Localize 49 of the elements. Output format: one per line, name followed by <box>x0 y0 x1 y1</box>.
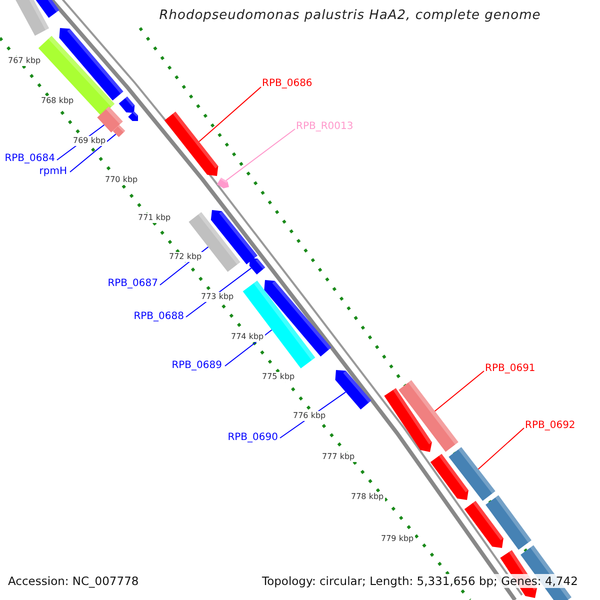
gene-block <box>216 178 229 188</box>
gene-bar <box>398 380 458 452</box>
position-label: 777 kbp <box>321 452 356 462</box>
diagram-title: Rhodopseudomonas palustris HaA2, complete genome <box>158 8 542 23</box>
gene-label: RPB_0689 <box>172 360 222 372</box>
leader-line <box>224 329 272 366</box>
leader-line <box>198 86 262 142</box>
gene-block <box>249 258 266 275</box>
position-label: 772 kbp <box>168 252 203 262</box>
gene-block <box>384 388 432 452</box>
gene-block <box>430 454 468 500</box>
gene-bar <box>486 495 532 550</box>
gene-bar <box>14 0 50 36</box>
gene-block <box>210 210 258 264</box>
gene-label: RPB_R0013 <box>296 121 354 133</box>
gene-block <box>164 112 218 176</box>
footer-text: Accession: NC_007778 <box>8 574 139 588</box>
gene-label: RPB_0684 <box>4 153 55 165</box>
gene-label: RPB_0687 <box>108 278 158 290</box>
gene-bar <box>188 212 240 272</box>
gene-label: RPB_0690 <box>228 432 278 444</box>
gene-block <box>464 500 504 548</box>
gene-label: RPB_0691 <box>485 363 536 375</box>
gene-bar <box>112 124 126 138</box>
gene-block <box>264 280 332 357</box>
position-label: 773 kbp <box>200 292 235 302</box>
gene-bar <box>448 447 496 501</box>
gene-label: RPB_0692 <box>525 420 576 432</box>
gene-block <box>128 111 138 121</box>
position-label: 778 kbp <box>350 492 385 502</box>
gene-label: rpmH <box>39 166 67 178</box>
position-label: 774 kbp <box>230 332 265 342</box>
leader-line <box>478 428 524 470</box>
position-label: 779 kbp <box>380 534 415 544</box>
leader-line <box>226 128 296 182</box>
position-label: 770 kbp <box>104 175 139 185</box>
position-label: 767 kbp <box>7 56 42 66</box>
position-label: 771 kbp <box>137 213 172 223</box>
leader-line <box>70 134 116 172</box>
leader-line <box>434 370 484 412</box>
gene-block <box>335 370 372 410</box>
gene-block <box>118 96 135 113</box>
gene-bar <box>97 106 123 132</box>
gene-label: RPB_0686 <box>262 78 312 90</box>
position-label: 768 kbp <box>40 96 75 106</box>
position-label: 769 kbp <box>72 136 107 146</box>
position-label: 776 kbp <box>292 411 327 421</box>
position-label: 775 kbp <box>261 372 296 382</box>
gene-label: RPB_0688 <box>134 311 184 323</box>
